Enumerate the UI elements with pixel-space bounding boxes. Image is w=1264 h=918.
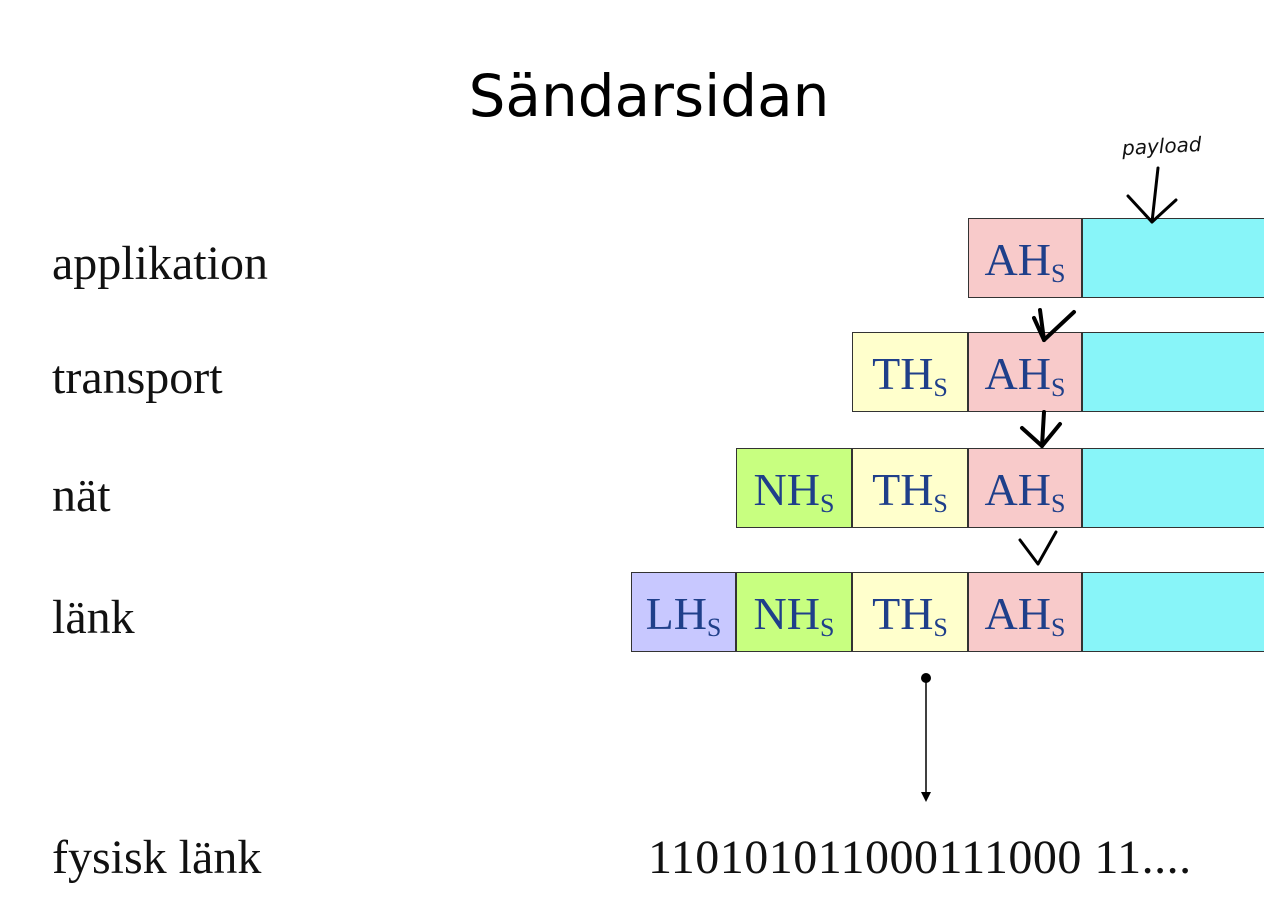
- bitstream: 110101011000111000 11....: [648, 831, 1192, 884]
- header-label: AH: [984, 588, 1051, 639]
- down-arrow-transport-network: [1040, 410, 1046, 448]
- header-sub: S: [1050, 489, 1066, 518]
- down-arrow-transport-network-head: [1020, 422, 1062, 448]
- layer-label-application: applikation: [52, 237, 268, 290]
- link-row-payload: [1082, 572, 1264, 652]
- header-label: AH: [984, 348, 1051, 399]
- header-label: NH: [753, 464, 820, 515]
- down-arrow-network-link: [1018, 530, 1058, 566]
- physical-connector-arrowhead: [921, 792, 931, 802]
- header-label: AH: [984, 464, 1051, 515]
- header-label: TH: [872, 348, 934, 399]
- payload-arrow-head: [1126, 194, 1178, 224]
- header-sub: S: [706, 613, 722, 642]
- transport-row-payload: [1082, 332, 1264, 412]
- layer-label-physical: fysisk länk: [52, 831, 262, 884]
- layer-label-network: nät: [52, 469, 111, 522]
- header-label: AH: [984, 234, 1051, 285]
- layer-label-transport: transport: [52, 351, 223, 404]
- layer-label-link: länk: [52, 591, 135, 644]
- header-sub: S: [1050, 373, 1066, 402]
- header-sub: S: [1050, 613, 1066, 642]
- header-label: TH: [872, 588, 934, 639]
- header-sub: S: [933, 613, 948, 642]
- down-arrow-app-transport-head: [1032, 310, 1076, 342]
- page-title: Sändarsidan: [468, 62, 830, 130]
- network-row-payload: [1082, 448, 1264, 528]
- header-label: TH: [872, 464, 934, 515]
- header-label: NH: [753, 588, 820, 639]
- header-sub: S: [819, 613, 835, 642]
- header-sub: S: [1050, 259, 1066, 288]
- header-sub: S: [933, 489, 948, 518]
- header-sub: S: [819, 489, 835, 518]
- header-sub: S: [933, 373, 948, 402]
- payload-arrow-shaft: [1150, 166, 1160, 224]
- header-label: LH: [645, 588, 707, 639]
- app-row-payload: [1082, 218, 1264, 298]
